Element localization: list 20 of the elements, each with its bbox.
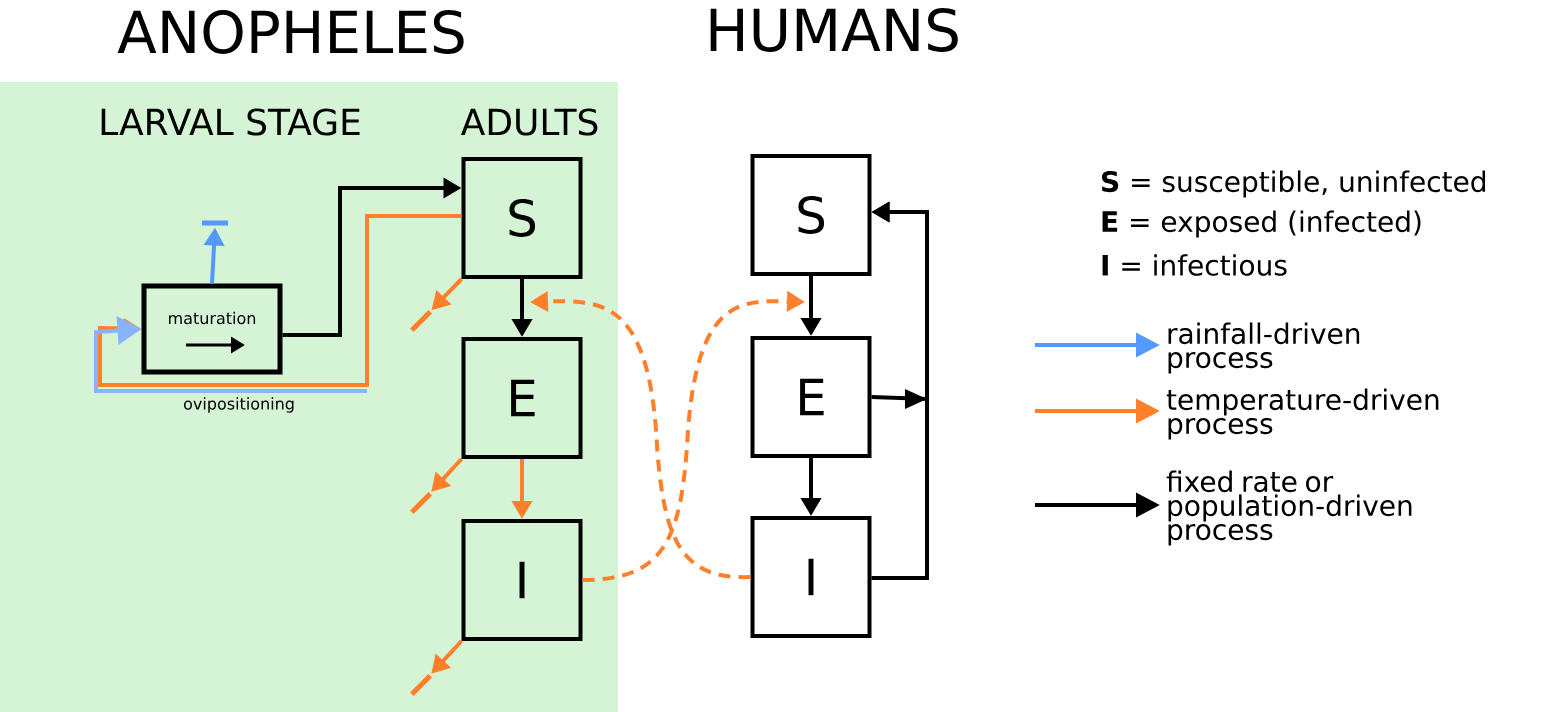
sink-bar	[410, 492, 432, 514]
compartment-box: E	[461, 337, 583, 459]
panel-heading: ANOPHELES	[117, 10, 464, 54]
column-heading: HUMANS	[710, 8, 958, 52]
stage-box: maturation	[141, 283, 283, 375]
sink-bar	[410, 674, 432, 696]
edge-label: ovipositioning	[181, 395, 297, 415]
legend-text: fixed rate or population-driven process	[1166, 470, 1412, 546]
legend-text: temperature-driven process	[1166, 388, 1439, 440]
group-heading: LARVAL STAGE	[101, 108, 360, 136]
sink-bar	[410, 310, 432, 332]
compartment-box: I	[750, 516, 872, 638]
compartment-box: S	[461, 157, 583, 279]
key-text: E = exposed (infected)	[1102, 210, 1421, 238]
key-text: S = susceptible, uninfected	[1102, 170, 1486, 198]
key-text: I = infectious	[1102, 254, 1287, 276]
compartment-box: S	[750, 154, 872, 276]
sink-bar	[202, 220, 228, 226]
compartment-box: E	[750, 336, 872, 458]
compartment-box: I	[461, 519, 583, 641]
